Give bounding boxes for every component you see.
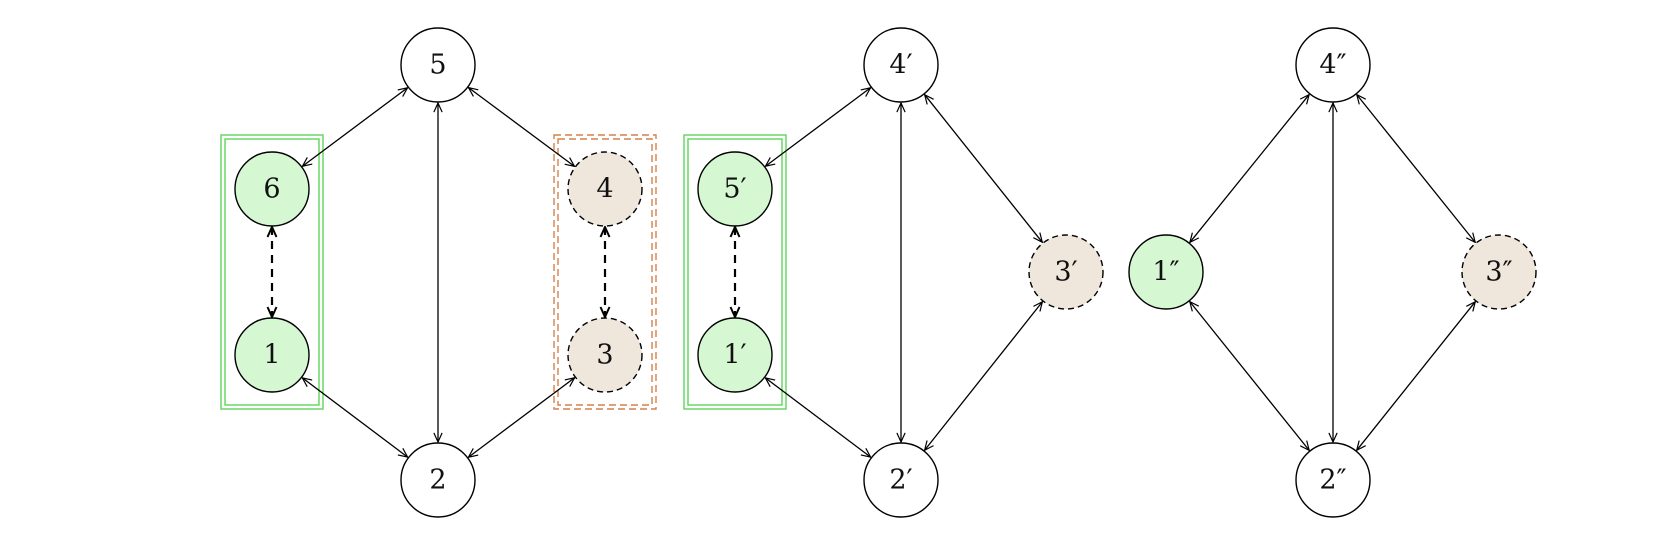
node-label: 4″ [1319,50,1346,81]
node-label: 2 [429,465,446,496]
node-circle [1461,234,1537,310]
node-n6: 6 [234,151,310,227]
group-box-g1-1 [553,134,657,410]
node-label: 1″ [1152,257,1179,288]
node-p3: 3″ [1461,234,1537,310]
edge-m3-m2 [925,302,1043,450]
node-circle [234,151,310,227]
node-circle [863,442,939,518]
node-label: 2′ [889,465,912,496]
node-m1: 1′ [697,317,773,393]
edge-p4-p1 [1190,95,1309,243]
node-circle [1028,234,1104,310]
node-n2: 2 [400,442,476,518]
edge-m4-m3 [925,95,1043,243]
node-label: 3′ [1054,257,1077,288]
node-label: 5 [429,50,446,81]
node-n1: 1 [234,317,310,393]
node-circle [1295,27,1371,103]
node-m2: 2′ [863,442,939,518]
edge-n1-n2 [302,378,407,457]
node-m3: 3′ [1028,234,1104,310]
node-label: 1′ [723,340,746,371]
node-label: 4′ [889,50,912,81]
edge-p4-p3 [1357,95,1475,243]
node-label: 6 [263,174,280,205]
node-circle [400,27,476,103]
node-label: 3 [596,340,613,371]
node-circle [697,317,773,393]
node-circle [400,442,476,518]
node-circle [863,27,939,103]
node-label: 4 [596,174,613,205]
node-n4: 4 [567,151,643,227]
node-circle [567,317,643,393]
edge-n5-n6 [302,88,407,167]
node-n5: 5 [400,27,476,103]
node-p2: 2″ [1295,442,1371,518]
node-m4: 4′ [863,27,939,103]
node-circle [697,151,773,227]
nodes: 6 5 4 1 3 2 4′ 5′ 3′ 1′ 2′ 4″ 1″ 3″ 2″ [234,27,1537,518]
node-n3: 3 [567,317,643,393]
node-circle [1295,442,1371,518]
group-boxes [220,134,787,410]
node-label: 3″ [1485,257,1512,288]
group-box-g1-0 [220,134,324,410]
node-label: 2″ [1319,465,1346,496]
edges [272,88,1475,458]
edge-m4-m5 [765,88,870,167]
node-m5: 5′ [697,151,773,227]
node-p4: 4″ [1295,27,1371,103]
edge-p3-p2 [1357,302,1476,451]
group-box-g2-0 [683,134,787,410]
node-label: 1 [263,340,280,371]
node-circle [1128,234,1204,310]
node-label: 5′ [723,174,746,205]
node-circle [567,151,643,227]
edge-p1-p2 [1190,302,1309,451]
edge-n3-n2 [468,378,574,457]
edge-n5-n4 [469,88,575,167]
node-circle [234,317,310,393]
node-p1: 1″ [1128,234,1204,310]
edge-m1-m2 [765,378,870,457]
